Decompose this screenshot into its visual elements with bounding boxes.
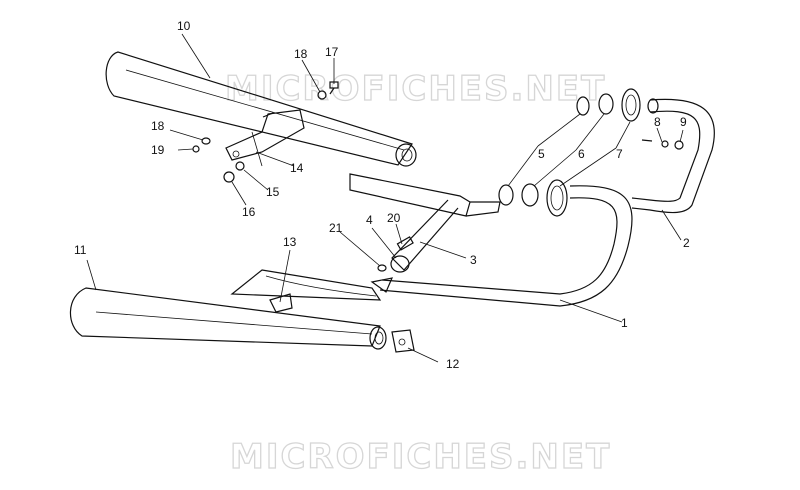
callout-7: 7 xyxy=(616,147,623,161)
exhaust-pipe-1 xyxy=(379,185,633,307)
upper-muffler xyxy=(105,51,417,167)
lower-hardware xyxy=(269,293,415,353)
callout-6: 6 xyxy=(578,147,585,161)
callout-18a: 18 xyxy=(294,47,308,61)
callout-15: 15 xyxy=(266,185,280,199)
exhaust-pipe-2 xyxy=(631,98,715,214)
callout-17: 17 xyxy=(325,45,339,59)
callout-2: 2 xyxy=(683,236,690,250)
watermark-top: MICROFICHES.NET xyxy=(225,69,606,109)
clamps xyxy=(370,236,414,293)
connecting-pipe xyxy=(349,173,501,271)
mounting-bracket xyxy=(225,109,305,167)
watermark-bottom: MICROFICHES.NET xyxy=(230,437,611,477)
callout-21: 21 xyxy=(329,221,343,235)
callout-12: 12 xyxy=(446,357,460,371)
gaskets-rings xyxy=(498,88,641,217)
callout-8: 8 xyxy=(654,115,661,129)
callout-3: 3 xyxy=(470,253,477,267)
callout-16: 16 xyxy=(242,205,256,219)
callout-5: 5 xyxy=(538,147,545,161)
callout-4: 4 xyxy=(366,213,373,227)
callout-9: 9 xyxy=(680,115,687,129)
callout-11: 11 xyxy=(74,243,87,257)
lower-muffler xyxy=(69,269,387,350)
callout-10: 10 xyxy=(177,19,191,33)
callout-19: 19 xyxy=(151,143,165,157)
callout-1: 1 xyxy=(621,316,628,330)
callout-20: 20 xyxy=(387,211,401,225)
callout-13: 13 xyxy=(283,235,297,249)
callout-18b: 18 xyxy=(151,119,165,133)
leader-lines xyxy=(86,33,684,363)
callout-14: 14 xyxy=(290,161,304,175)
